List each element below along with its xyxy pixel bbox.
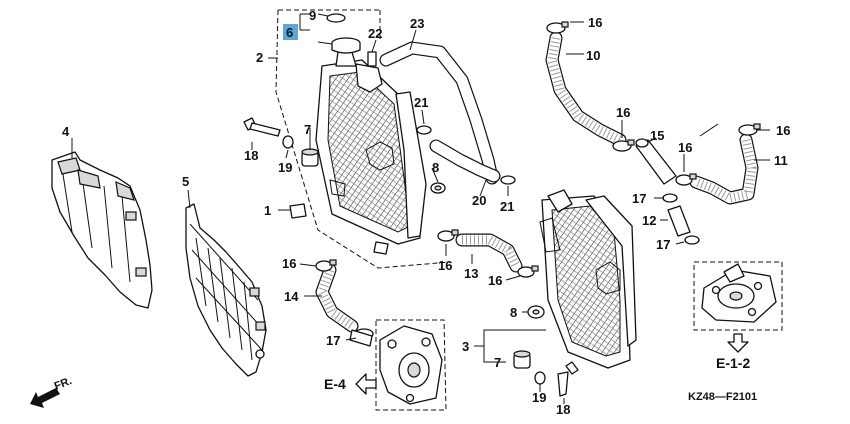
clamp-16d — [675, 173, 697, 186]
callout-13: 13 — [464, 266, 478, 281]
hose-20 — [429, 139, 501, 183]
callout-12: 12 — [642, 213, 656, 228]
front-arrow — [30, 388, 60, 408]
hose-11 — [689, 133, 759, 205]
clamp-17a — [662, 193, 678, 203]
callout-9: 9 — [309, 8, 316, 23]
washer-19b — [534, 371, 546, 385]
radiator-left — [275, 9, 451, 269]
collar-8a — [430, 182, 446, 194]
callout-1: 1 — [264, 203, 271, 218]
reference-e12: E-1-2 — [716, 333, 750, 371]
callout-17a: 17 — [632, 191, 646, 206]
ref-e4-arrow — [355, 373, 377, 395]
grommet-7b — [513, 350, 531, 369]
cylinder-head — [693, 261, 783, 331]
leader-lines — [71, 13, 770, 404]
nut-1 — [289, 203, 307, 219]
hose-14 — [315, 263, 359, 333]
hardware — [243, 117, 579, 397]
clamp-17b — [684, 235, 700, 245]
callout-16d: 16 — [678, 140, 692, 155]
radiator-shroud-left — [51, 151, 153, 309]
callout-23: 23 — [410, 16, 424, 31]
washer-19a — [282, 135, 294, 149]
water-pump-cover — [349, 319, 447, 411]
callout-10: 10 — [586, 48, 600, 63]
callout-21b: 21 — [500, 199, 514, 214]
callout-labels: 6 9 2 22 23 16 10 4 5 21 16 16 15 16 11 … — [62, 8, 790, 417]
reference-e4: E-4 — [324, 373, 377, 395]
clamp-21a — [416, 125, 432, 135]
ref-e4-label: E-4 — [324, 376, 346, 392]
callout-17b: 17 — [656, 237, 670, 252]
hose-23 — [379, 41, 499, 185]
callout-5: 5 — [182, 174, 189, 189]
hose-10 — [545, 31, 627, 147]
callout-16g: 16 — [282, 256, 296, 271]
radiator-grille — [185, 203, 267, 377]
front-label: FR. — [53, 375, 74, 393]
callout-17c: 17 — [326, 333, 340, 348]
spacer-12 — [667, 205, 691, 237]
callout-7b: 7 — [494, 355, 501, 370]
ref-e12-arrow — [727, 333, 749, 353]
callout-4: 4 — [62, 124, 70, 139]
collar-8b — [527, 305, 545, 319]
clamp-16f — [517, 265, 539, 278]
callout-16e: 16 — [438, 258, 452, 273]
clamp-16b — [612, 139, 635, 152]
bolt-18a — [243, 117, 281, 137]
diagram-reference-code: KZ48—F2101 — [688, 391, 757, 403]
callout-16f: 16 — [488, 273, 502, 288]
callout-15: 15 — [650, 128, 664, 143]
callout-8b: 8 — [510, 305, 517, 320]
callout-16a: 16 — [588, 15, 602, 30]
callout-20: 20 — [472, 193, 486, 208]
callout-19a: 19 — [278, 160, 292, 175]
callout-14: 14 — [284, 289, 299, 304]
callout-16c: 16 — [776, 123, 790, 138]
callout-22: 22 — [368, 26, 382, 41]
clamp-21b — [500, 175, 516, 185]
grommet-7a — [301, 148, 319, 167]
callout-2: 2 — [256, 50, 263, 65]
callout-7a: 7 — [304, 122, 311, 137]
callout-11: 11 — [774, 153, 788, 168]
callout-3: 3 — [462, 339, 469, 354]
clamp-16c — [738, 123, 761, 136]
pipe-15 — [635, 138, 677, 185]
front-indicator: FR. — [30, 375, 74, 408]
radiator-right — [539, 189, 637, 369]
callout-16b: 16 — [616, 105, 630, 120]
clamp-16a — [546, 21, 569, 34]
clamp-16e — [437, 229, 459, 242]
ref-e12-label: E-1-2 — [716, 355, 750, 371]
hose-13 — [455, 233, 523, 273]
callout-19b: 19 — [532, 390, 546, 405]
bolt-18b — [557, 361, 579, 397]
callout-21a: 21 — [414, 95, 428, 110]
highlight-box-6 — [283, 24, 298, 40]
callout-18b: 18 — [556, 402, 570, 417]
callout-6: 6 — [286, 25, 293, 40]
callout-18a: 18 — [244, 148, 258, 163]
callout-8a: 8 — [432, 160, 439, 175]
